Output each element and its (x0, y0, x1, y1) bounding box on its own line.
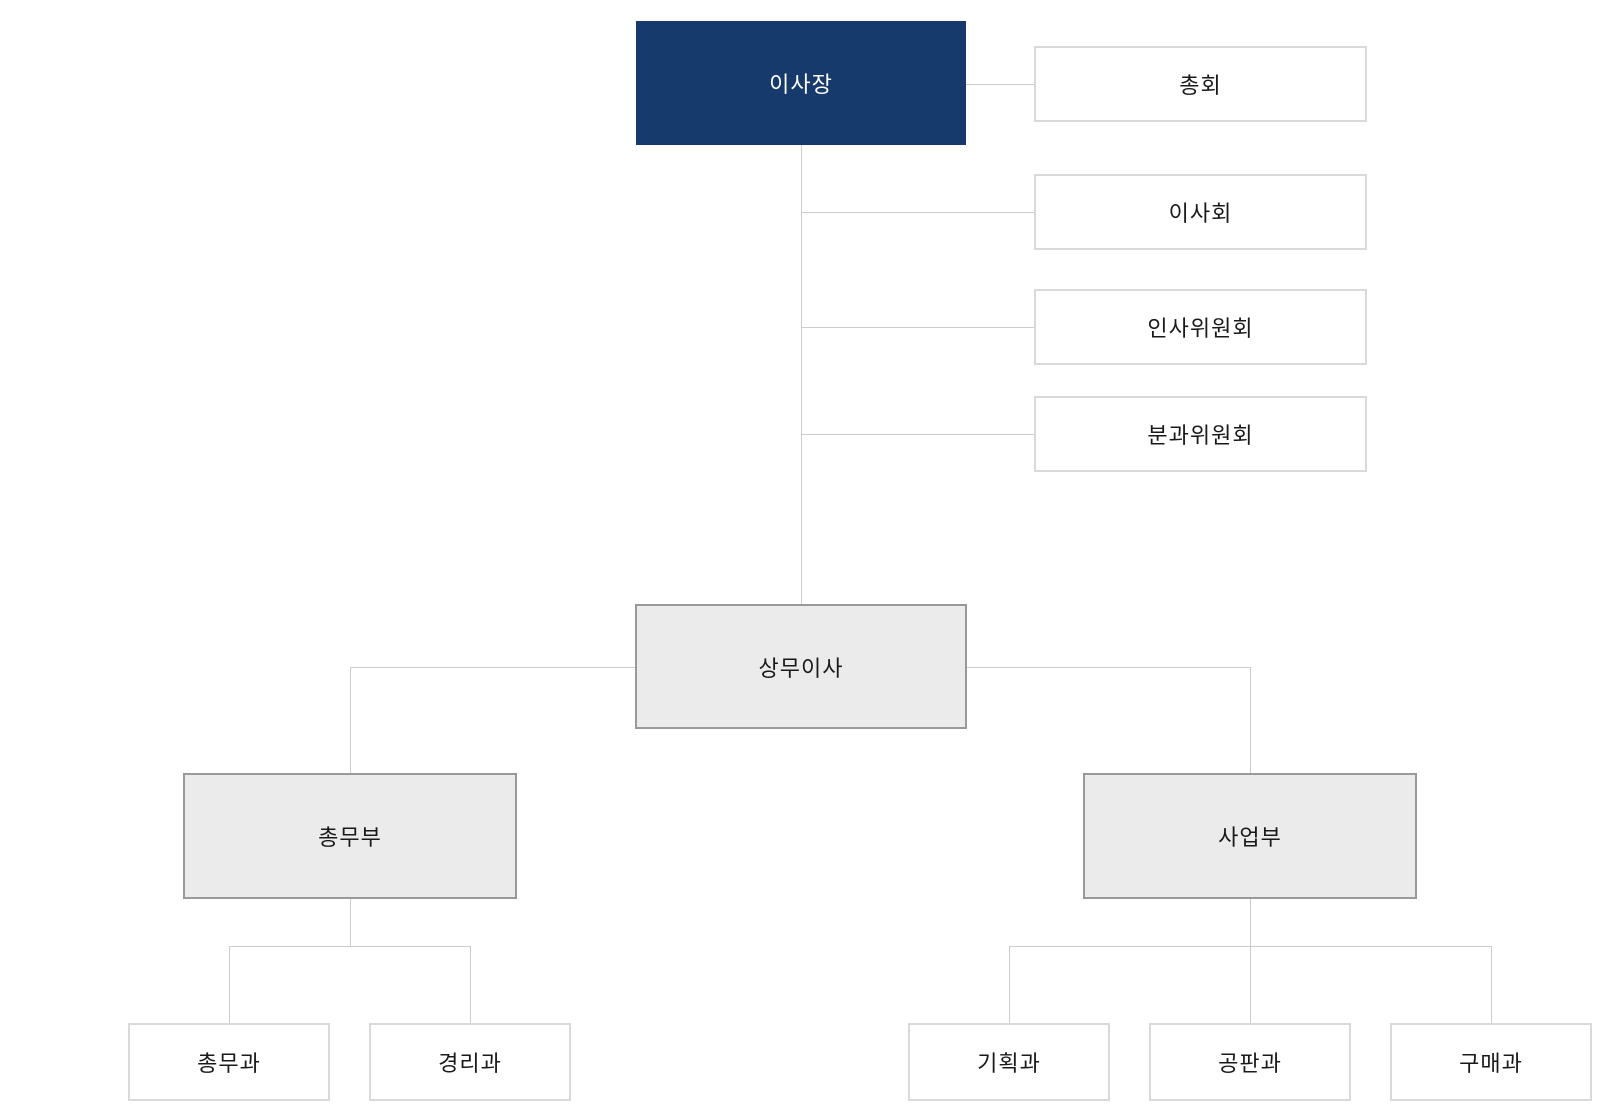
node-personnel-committee-label: 인사위원회 (1147, 316, 1254, 341)
node-subcommittee-label: 분과위원회 (1147, 423, 1254, 448)
node-chairman-label: 이사장 (769, 72, 833, 97)
node-accounting-section: 경리과 (369, 1023, 571, 1101)
node-planning-section-label: 기획과 (977, 1051, 1041, 1076)
node-board-label: 이사회 (1168, 201, 1233, 226)
connector-branch-personnel (801, 327, 1034, 328)
connector-md-to-business-h (967, 667, 1250, 668)
node-business-dept-label: 사업부 (1218, 825, 1282, 850)
node-sales-section-label: 공판과 (1218, 1051, 1282, 1076)
connector-drop-accounting-sec (470, 946, 471, 1023)
connector-branch-subcommittee (801, 434, 1034, 435)
connector-business-stub (1250, 899, 1251, 946)
node-general-meeting: 총회 (1034, 46, 1367, 122)
connector-drop-planning-sec (1009, 946, 1010, 1023)
node-chairman: 이사장 (636, 21, 966, 145)
node-sales-section: 공판과 (1149, 1023, 1351, 1101)
connector-general-affairs-rail (229, 946, 470, 947)
node-purchasing-section-label: 구매과 (1459, 1051, 1523, 1076)
connector-general-affairs-stub (350, 899, 351, 946)
connector-drop-purchasing-sec (1491, 946, 1492, 1023)
node-general-affairs-section: 총무과 (128, 1023, 330, 1101)
node-managing-director: 상무이사 (635, 604, 967, 729)
connector-md-to-general-affairs-v (350, 667, 351, 773)
connector-drop-sales-sec (1250, 946, 1251, 1023)
connector-drop-general-affairs-sec (229, 946, 230, 1023)
connector-chairman-general-meeting (966, 84, 1034, 85)
node-general-affairs-dept: 총무부 (183, 773, 517, 899)
node-general-affairs-dept-label: 총무부 (318, 825, 382, 850)
connector-md-to-general-affairs-h (350, 667, 635, 668)
node-purchasing-section: 구매과 (1390, 1023, 1592, 1101)
node-subcommittee: 분과위원회 (1034, 396, 1367, 472)
node-general-affairs-section-label: 총무과 (197, 1051, 261, 1076)
node-accounting-section-label: 경리과 (438, 1051, 502, 1076)
connector-md-to-business-v (1250, 667, 1251, 773)
connector-trunk-vertical (801, 145, 802, 604)
node-board-of-directors: 이사회 (1034, 174, 1367, 250)
node-business-dept: 사업부 (1083, 773, 1417, 899)
node-personnel-committee: 인사위원회 (1034, 289, 1367, 365)
node-planning-section: 기획과 (908, 1023, 1110, 1101)
node-general-meeting-label: 총회 (1179, 73, 1222, 98)
connector-branch-board (801, 212, 1034, 213)
node-managing-director-label: 상무이사 (758, 655, 844, 681)
